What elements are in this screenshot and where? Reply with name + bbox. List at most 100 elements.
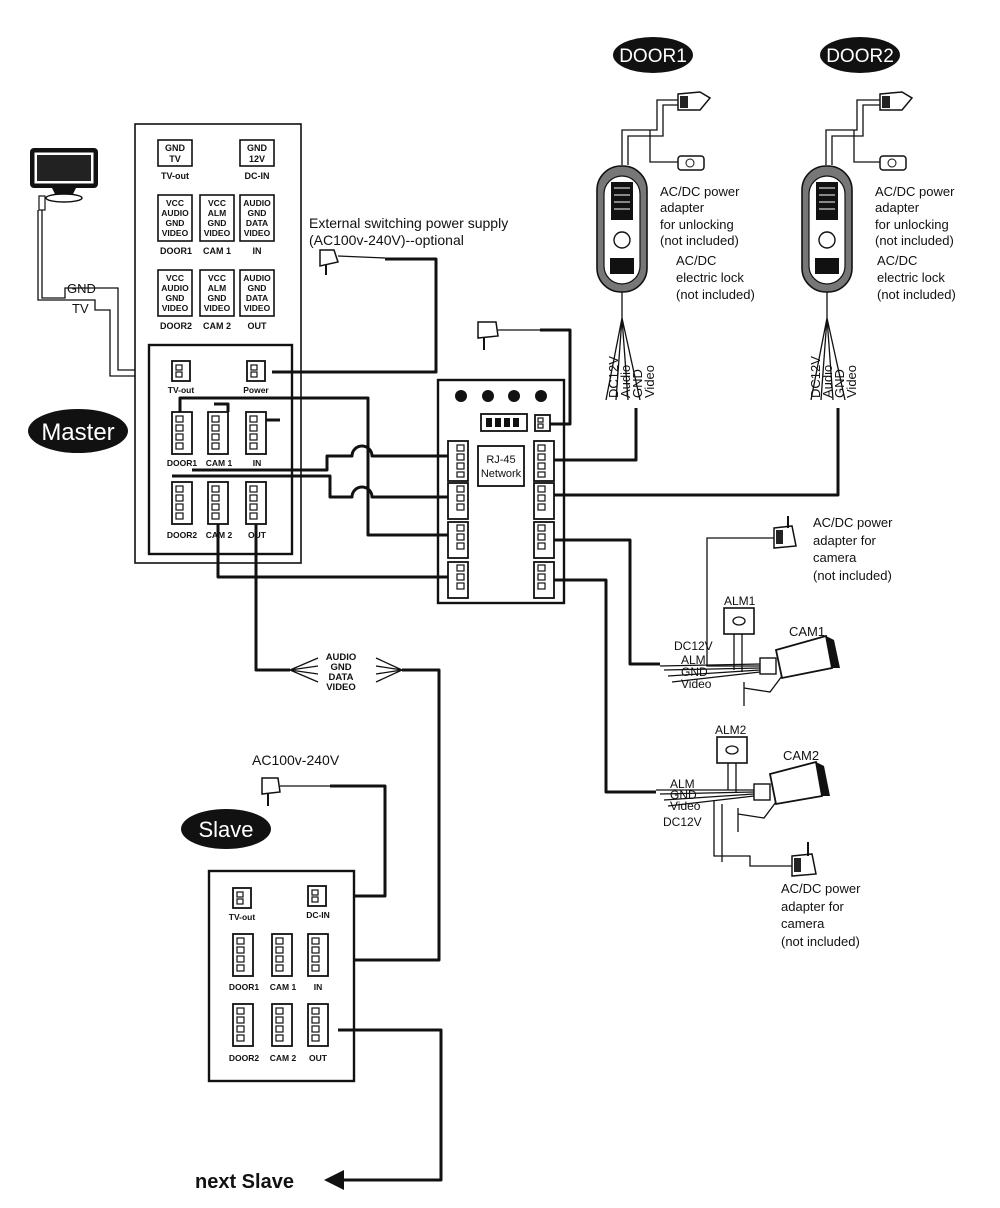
arrow-left-icon <box>324 1170 344 1190</box>
svg-text:Video: Video <box>670 799 701 813</box>
master-label-cam1: VCC ALM GND VIDEO CAM 1 <box>199 194 235 256</box>
slave-port-tv-out[interactable]: TV-out <box>229 887 256 922</box>
svg-text:AC/DC power: AC/DC power <box>813 515 893 530</box>
hub-button-2[interactable] <box>482 390 494 402</box>
svg-text:CAM 1: CAM 1 <box>270 982 297 992</box>
svg-text:DOOR2: DOOR2 <box>167 530 198 540</box>
slave-port-cam2[interactable]: CAM 2 <box>270 1003 297 1063</box>
master-port-power[interactable]: Power <box>243 360 269 395</box>
svg-text:OUT: OUT <box>248 321 268 331</box>
svg-text:AC/DC power: AC/DC power <box>875 184 955 199</box>
master-label-in: AUDIO GND DATA VIDEO IN <box>239 194 275 256</box>
master-port-in[interactable]: IN <box>245 411 267 468</box>
psu-label-line2: (AC100v-240V)--optional <box>309 232 464 248</box>
slave-unit: TV-out DC-IN DOOR1 CAM 1 IN <box>207 869 356 1083</box>
svg-text:DOOR2: DOOR2 <box>229 1053 260 1063</box>
svg-text:OUT: OUT <box>309 1053 328 1063</box>
hub-left-connectors[interactable] <box>447 440 469 599</box>
master-label-cam2: VCC ALM GND VIDEO CAM 2 <box>199 269 235 331</box>
hub-right-connectors[interactable] <box>533 440 555 599</box>
svg-text:AC100v-240V: AC100v-240V <box>252 752 340 768</box>
svg-text:TV-out: TV-out <box>168 385 195 395</box>
slave-port-dc-in[interactable]: DC-IN <box>306 885 330 920</box>
slave-port-out[interactable]: OUT <box>307 1003 329 1063</box>
master-unit: GND TV TV-out GND 12V DC-IN VCC AUDIO GN… <box>134 123 302 564</box>
master-port-cam1[interactable]: CAM 1 <box>206 411 233 468</box>
svg-text:VCC: VCC <box>166 273 184 283</box>
slave-port-in[interactable]: IN <box>307 933 329 992</box>
svg-text:ALM: ALM <box>208 208 226 218</box>
master-port-door2[interactable]: DOOR2 <box>167 481 198 540</box>
svg-text:12V: 12V <box>249 154 265 164</box>
svg-text:VIDEO: VIDEO <box>326 682 356 693</box>
svg-text:DATA: DATA <box>246 293 268 303</box>
svg-text:GND: GND <box>330 662 351 673</box>
master-label-gnd-12v: GND 12V DC-IN <box>239 139 275 181</box>
psu-label-line1: External switching power supply <box>309 215 508 231</box>
hub-button-4[interactable] <box>535 390 547 402</box>
svg-text:(not included): (not included) <box>660 233 739 248</box>
tv-monitor <box>30 148 98 211</box>
door2-badge: DOOR2 <box>820 37 900 73</box>
svg-text:AUDIO: AUDIO <box>243 198 271 208</box>
svg-text:GND: GND <box>166 218 185 228</box>
svg-text:TV: TV <box>169 154 181 164</box>
master-port-door1[interactable]: DOOR1 <box>167 411 198 468</box>
master-port-tv-out[interactable]: TV-out <box>168 360 195 395</box>
svg-text:ALM: ALM <box>681 653 706 667</box>
svg-text:AUDIO: AUDIO <box>161 208 189 218</box>
svg-text:CAM2: CAM2 <box>783 748 819 763</box>
svg-text:DOOR1: DOOR1 <box>229 982 260 992</box>
svg-text:for unlocking: for unlocking <box>875 217 949 232</box>
svg-text:electric lock: electric lock <box>877 270 945 285</box>
next-slave-link: next Slave <box>195 1028 443 1193</box>
svg-text:ALM: ALM <box>670 777 695 791</box>
svg-text:GND: GND <box>166 293 185 303</box>
slave-badge: Slave <box>181 809 271 849</box>
master-hub-wiring <box>172 396 448 579</box>
svg-text:Video: Video <box>844 365 859 398</box>
slave-port-door2[interactable]: DOOR2 <box>229 1003 260 1063</box>
svg-text:VCC: VCC <box>208 198 226 208</box>
svg-text:VIDEO: VIDEO <box>204 303 231 313</box>
svg-text:IN: IN <box>253 458 262 468</box>
hub-power-port[interactable] <box>534 414 551 432</box>
svg-text:VCC: VCC <box>166 198 184 208</box>
hub-button-1[interactable] <box>455 390 467 402</box>
svg-text:GND: GND <box>248 208 267 218</box>
svg-text:GND: GND <box>832 369 847 398</box>
door1-badge: DOOR1 <box>613 37 693 73</box>
svg-text:RJ-45: RJ-45 <box>486 454 515 466</box>
svg-text:VIDEO: VIDEO <box>162 303 189 313</box>
svg-text:GND: GND <box>208 293 227 303</box>
slave-port-door1[interactable]: DOOR1 <box>229 933 260 992</box>
svg-text:DOOR2: DOOR2 <box>826 46 894 67</box>
next-slave-label: next Slave <box>195 1171 294 1193</box>
svg-text:TV-out: TV-out <box>229 912 256 922</box>
svg-text:CAM 1: CAM 1 <box>203 246 231 256</box>
distribution-hub: RJ-45 Network <box>436 378 566 605</box>
svg-text:adapter: adapter <box>660 200 705 215</box>
svg-text:AUDIO: AUDIO <box>326 652 357 663</box>
svg-text:Audio: Audio <box>820 365 835 398</box>
svg-text:GND: GND <box>208 218 227 228</box>
svg-text:DOOR1: DOOR1 <box>160 246 192 256</box>
svg-text:CAM 2: CAM 2 <box>270 1053 297 1063</box>
svg-text:(not included): (not included) <box>875 233 954 248</box>
svg-text:Network: Network <box>481 468 522 480</box>
rj45-port[interactable] <box>477 445 525 487</box>
svg-text:adapter for: adapter for <box>813 533 877 548</box>
svg-text:DC12V: DC12V <box>674 639 713 653</box>
camera1: AC/DC power adapter for camera (not incl… <box>554 515 893 706</box>
svg-text:DOOR1: DOOR1 <box>619 46 687 67</box>
master-dc-in-caption: DC-IN <box>245 171 270 181</box>
svg-text:camera: camera <box>781 916 825 931</box>
svg-text:adapter: adapter <box>875 200 920 215</box>
svg-text:ALM2: ALM2 <box>715 723 747 737</box>
svg-text:camera: camera <box>813 550 857 565</box>
slave-port-cam1[interactable]: CAM 1 <box>270 933 297 992</box>
hub-button-3[interactable] <box>508 390 520 402</box>
svg-text:IN: IN <box>314 982 323 992</box>
svg-text:GND: GND <box>248 283 267 293</box>
